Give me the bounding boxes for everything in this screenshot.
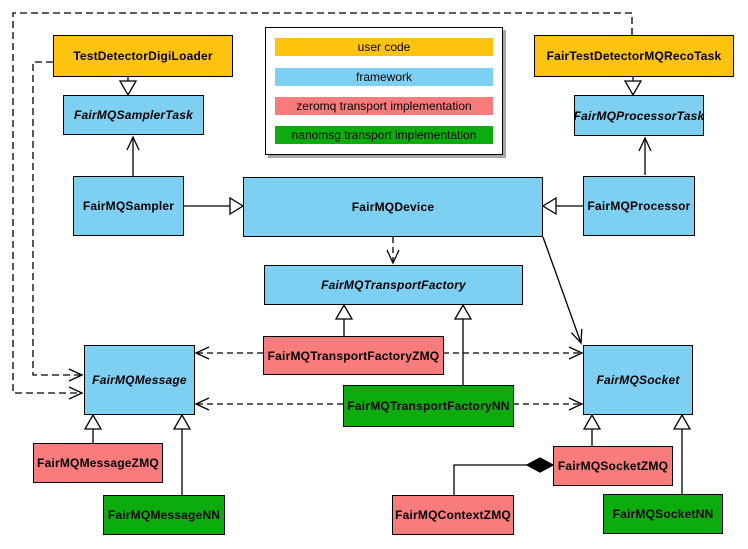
edge-inheritance-factoryzmq-factory (334, 303, 354, 336)
legend-item-framework: framework (275, 68, 493, 86)
edge-inheritance-socketnn-socket (672, 413, 692, 494)
edge-inheritance-sampler-device (184, 196, 245, 216)
edge-inheritance-messagenn-message (172, 413, 192, 495)
node-fairmqsampler: FairMQSampler (73, 176, 184, 236)
edge-inheritance-processor-device (541, 196, 583, 216)
edge-dependency-device-transportfactory (386, 237, 400, 265)
edge-dependency-factorynn-socket (513, 397, 584, 411)
legend-item-zeromq: zeromq transport implementation (275, 97, 493, 115)
node-fairmqmessagezmq: FairMQMessageZMQ (33, 443, 163, 483)
legend-item-nanomsg: nanomsg transport implementation (275, 126, 493, 144)
edge-dependency-factorynn-message (194, 397, 343, 411)
node-testdetectordigiloader: TestDetectorDigiLoader (53, 35, 233, 77)
node-fairmqsamplertask: FairMQSamplerTask (63, 95, 204, 135)
node-fairmqcontextzmq: FairMQContextZMQ (392, 495, 514, 535)
edge-inheritance-factorynn-factory (453, 303, 473, 385)
edge-inheritance-socketzmq-socket (582, 413, 602, 446)
node-fairmqtransportfactorynn: FairMQTransportFactoryNN (343, 385, 514, 427)
node-fairmqtransportfactory: FairMQTransportFactory (264, 265, 523, 305)
node-fairmqtransportfactoryzmq: FairMQTransportFactoryZMQ (263, 336, 444, 375)
node-fairmqsocketnn: FairMQSocketNN (603, 494, 723, 534)
edge-dependency-factoryzmq-socket (443, 346, 584, 360)
edge-association-sampler-samplertask (126, 135, 140, 176)
legend-item-user-code: user code (275, 38, 493, 56)
node-fairmqsocket: FairMQSocket (583, 345, 693, 415)
node-fairmqmessagenn: FairMQMessageNN (103, 495, 225, 535)
node-fairmqprocessortask: FairMQProcessorTask (574, 95, 704, 136)
node-fairtestdetectormqrecotask: FairTestDetectorMQRecoTask (534, 35, 734, 77)
edge-composition-socketzmq-contextzmq (453, 457, 555, 495)
edge-inheritance-messagezmq-message (83, 413, 103, 443)
node-fairmqdevice: FairMQDevice (243, 177, 543, 237)
node-fairmqprocessor: FairMQProcessor (583, 176, 695, 236)
node-fairmqsocketzmq: FairMQSocketZMQ (553, 446, 673, 486)
edge-inheritance-recotask-processortask (623, 77, 643, 97)
edge-inheritance-digiloader-samplertask (118, 77, 138, 97)
node-fairmqmessage: FairMQMessage (84, 345, 195, 415)
legend: user code framework zeromq transport imp… (265, 27, 503, 155)
edge-association-processor-processortask (638, 136, 652, 175)
edge-dependency-factoryzmq-message (194, 346, 263, 360)
edge-dependency-digiloader-message (32, 61, 84, 382)
edge-dependency-recotask-message (12, 12, 633, 400)
edge-association-device-socket (542, 236, 583, 345)
